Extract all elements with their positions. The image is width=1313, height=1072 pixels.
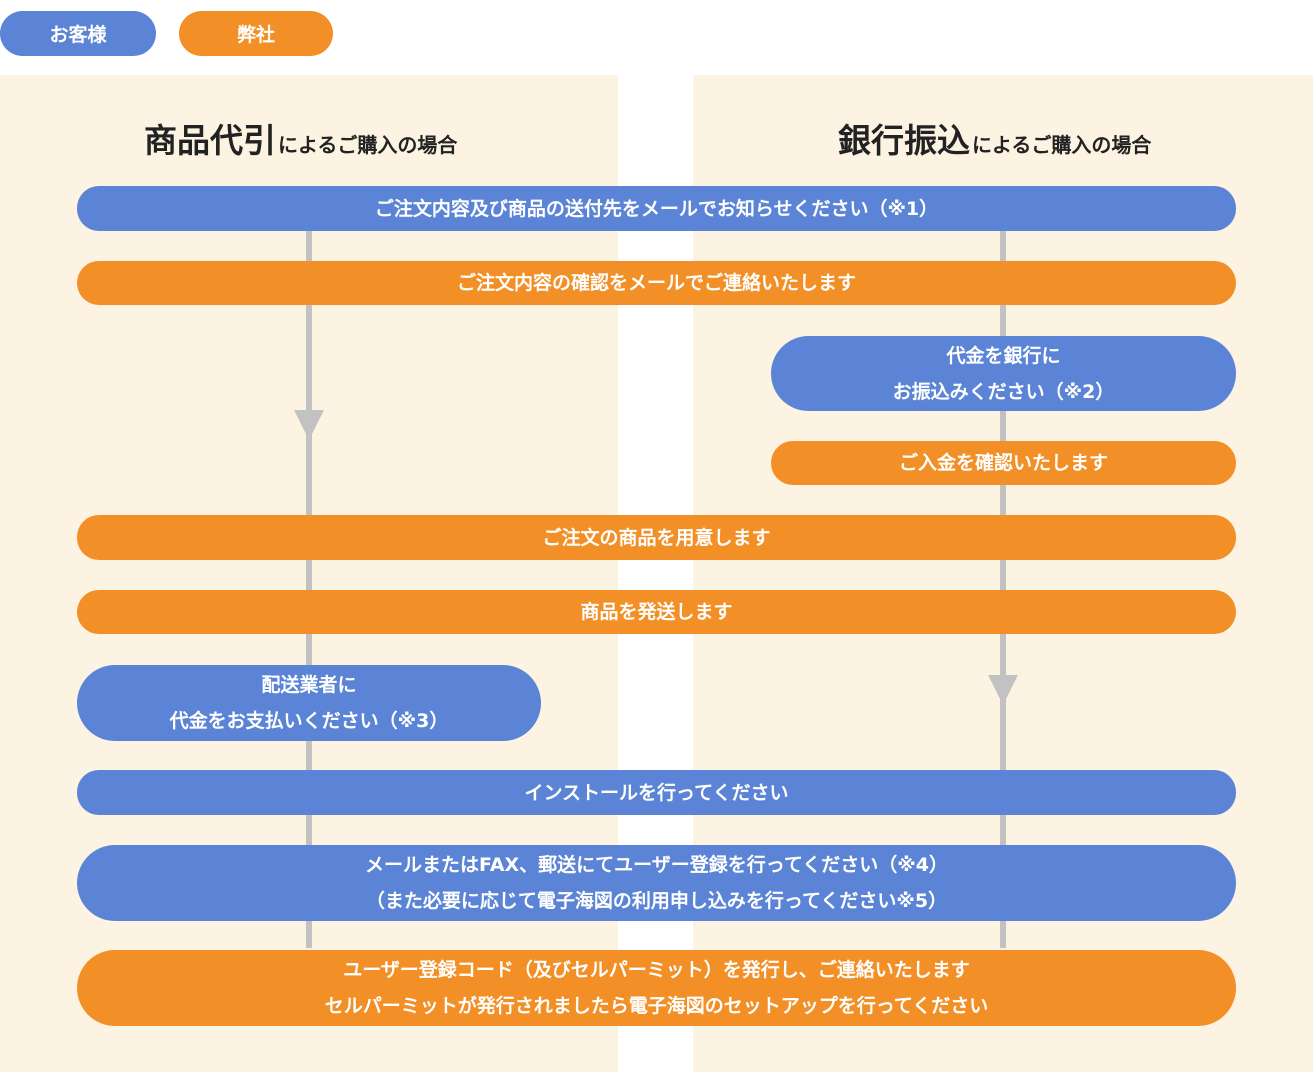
cod-heading: 商品代引 によるご購入の場合 [144,114,457,162]
step-issue-code: ユーザー登録コード（及びセルパーミット）を発行し、ご連絡いたします セルパーミッ… [77,950,1236,1026]
bank-flow-arrow [988,675,1018,705]
step-order-notify-label: ご注文内容及び商品の送付先をメールでお知らせください（※1） [374,197,939,220]
step-ship-label: 商品を発送します [580,601,733,623]
bank-heading-main: 銀行振込 [838,121,970,160]
step-prepare-label: ご注文の商品を用意します [542,526,771,549]
step-ship: 商品を発送します [77,590,1236,634]
step-install-label: インストールを行ってください [524,781,789,804]
legend-company: 弊社 [179,11,333,56]
step-cod-payment-line2: 代金をお支払いください（※3） [169,710,449,732]
step-user-registration: メールまたはFAX、郵送にてユーザー登録を行ってください（※4） （また必要に応… [77,845,1236,921]
step-bank-transfer-line1: 代金を銀行に [946,344,1061,367]
step-payment-confirm-label: ご入金を確認いたします [898,452,1108,474]
step-user-registration-line1: メールまたはFAX、郵送にてユーザー登録を行ってください（※4） [365,854,948,876]
cod-heading-sub: によるご購入の場合 [278,133,458,157]
legend-customer: お客様 [0,11,156,56]
bank-heading-sub: によるご購入の場合 [972,133,1152,157]
step-payment-confirm: ご入金を確認いたします [771,441,1236,485]
step-confirm-mail-label: ご注文内容の確認をメールでご連絡いたします [456,272,856,294]
step-bank-transfer: 代金を銀行に お振込みください（※2） [771,336,1236,411]
step-cod-payment-line1: 配送業者に [261,674,357,696]
cod-flow-arrow [294,410,324,440]
bank-flow-line [1000,208,1006,948]
cod-heading-main: 商品代引 [144,121,276,160]
step-order-notify: ご注文内容及び商品の送付先をメールでお知らせください（※1） [77,186,1236,231]
step-issue-code-line1: ユーザー登録コード（及びセルパーミット）を発行し、ご連絡いたします [343,959,970,981]
step-confirm-mail: ご注文内容の確認をメールでご連絡いたします [77,261,1236,305]
step-cod-payment: 配送業者に 代金をお支払いください（※3） [77,665,541,741]
step-issue-code-line2: セルパーミットが発行されましたら電子海図のセットアップを行ってください [324,995,989,1017]
step-bank-transfer-line2: お振込みください（※2） [892,380,1115,403]
bank-heading: 銀行振込 によるご購入の場合 [838,114,1151,162]
cod-flow-line [306,208,312,948]
step-install: インストールを行ってください [77,770,1236,815]
step-user-registration-line2: （また必要に応じて電子海図の利用申し込みを行ってください※5） [365,890,948,912]
step-prepare: ご注文の商品を用意します [77,515,1236,560]
